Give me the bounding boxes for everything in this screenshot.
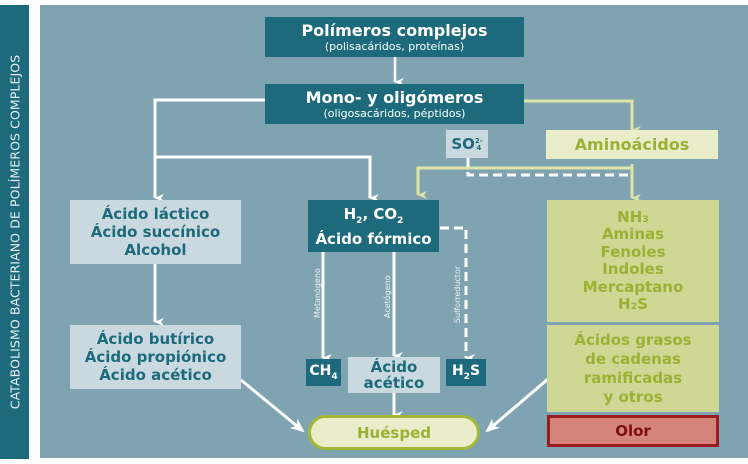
node-mono-sub: (oligosacáridos, péptidos) [323, 106, 466, 120]
node-acido-butirico: Ácido butírico Ácido propiónico Ácido ac… [70, 325, 241, 389]
so4-base: SO [451, 135, 475, 153]
ch4-subscript: 4 [331, 371, 338, 382]
node-olor: Olor [547, 415, 719, 447]
ch4-base: CH [309, 363, 332, 380]
nh3-line: NH₃ [617, 207, 649, 226]
node-mono-title: Mono- y oligómeros [305, 87, 484, 107]
edge-label-acetogeno: Acetógeno [383, 275, 392, 318]
grasos-line: de cadenas [585, 349, 681, 368]
so4-subscript: 4 [476, 143, 482, 152]
grasos-line: ramificadas [583, 368, 683, 387]
dashed-h2co2-h2s [440, 226, 475, 362]
butirico-line: Ácido propiónico [84, 348, 227, 366]
node-h2s: H2S [446, 359, 486, 386]
arrow-mono-lactico [153, 98, 265, 202]
node-olor-title: Olor [615, 422, 651, 440]
h2co2-line1: H2, CO2 [343, 204, 404, 226]
node-huesped: Huésped [308, 415, 480, 450]
butirico-line: Ácido butírico [96, 330, 215, 348]
acetico-line: Ácido [370, 358, 418, 376]
nh3-line: Indoles [602, 260, 664, 278]
sidebar-title-bar: CATABOLISMO BACTERIANO DE POLÍMEROS COMP… [0, 5, 29, 459]
edge-label-sulforreductor: Sulforreductor [453, 265, 462, 323]
node-huesped-title: Huésped [357, 423, 431, 442]
node-nh3-aminas: NH₃ Aminas Fenoles Indoles Mercaptano H₂… [547, 200, 719, 322]
arrow-aminoacidos-h2co2 [416, 164, 634, 199]
nh3-line: H₂S [618, 295, 648, 313]
node-acidos-grasos: Ácidos grasos de cadenas ramificadas y o… [547, 325, 719, 412]
node-h2-co2-formico: H2, CO2 Ácido fórmico [308, 200, 439, 252]
node-mono-oligomeros: Mono- y oligómeros (oligosacáridos, pépt… [265, 84, 524, 124]
lactico-line: Alcohol [124, 241, 187, 259]
grasos-line: Ácidos grasos [574, 330, 692, 349]
node-ch4: CH4 [306, 359, 341, 386]
node-polimeros-complejos: Polímeros complejos (polisacáridos, prot… [265, 17, 524, 57]
arrow-mono-h2co2 [155, 155, 379, 202]
so4-charge: 2- [474, 136, 483, 145]
node-polimeros-title: Polímeros complejos [301, 20, 488, 40]
dashed-h2s-branch [466, 158, 630, 177]
nh3-line: Fenoles [600, 242, 666, 261]
arrow-grasos-huesped [485, 377, 549, 433]
lactico-line: Ácido succínico [90, 223, 221, 241]
h2co2-line2: Ácido fórmico [315, 229, 432, 248]
node-aminoacidos-title: Aminoácidos [574, 135, 690, 154]
node-acido-lactico: Ácido láctico Ácido succínico Alcohol [70, 200, 241, 264]
acetico-line: acético [363, 374, 425, 392]
nh3-line: Mercaptano [582, 277, 684, 296]
node-acido-acetico: Ácido acético [348, 357, 440, 393]
edge-label-metanogeno: Metanógeno [313, 268, 322, 318]
node-polimeros-sub: (polisacáridos, proteínas) [324, 39, 465, 53]
nh3-line: Aminas [601, 225, 665, 243]
lactico-line: Ácido láctico [101, 205, 210, 223]
arrow-mono-aminoacidos [524, 99, 641, 134]
butirico-line: Ácido acético [99, 366, 212, 384]
arrow-butirico-huesped [240, 378, 305, 433]
node-aminoacidos: Aminoácidos [546, 130, 718, 159]
grasos-line: y otros [603, 387, 663, 406]
